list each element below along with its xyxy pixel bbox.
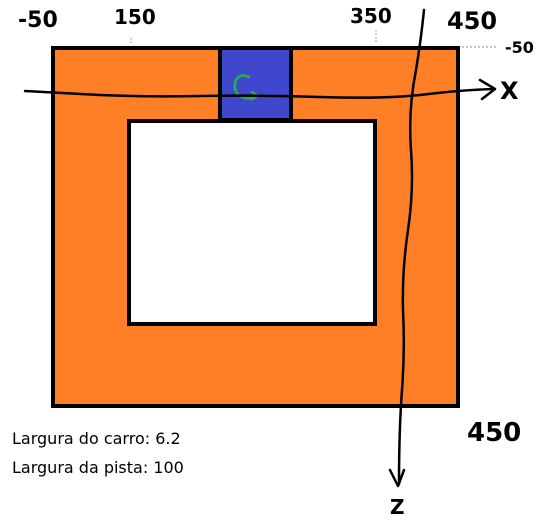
- start-block: [218, 46, 293, 122]
- car-width-note: Largura do carro: 6.2: [12, 429, 181, 448]
- tick-label-top: -50: [505, 38, 534, 57]
- track-width-note: Largura da pista: 100: [12, 458, 184, 477]
- x-axis-line: [23, 87, 496, 99]
- tick-label-bottom: 450: [467, 418, 521, 448]
- tick-label-start-left: 150: [114, 5, 156, 29]
- x-axis-label: X: [500, 77, 519, 105]
- z-axis-line: [397, 8, 426, 486]
- z-axis-label: Z: [390, 495, 405, 519]
- tick-label-left: -50: [18, 8, 58, 33]
- z-axis-arrowhead: [388, 468, 406, 488]
- x-axis-arrowhead: [478, 78, 497, 101]
- tick-label-right: 450: [447, 7, 497, 35]
- track-inner-square: [127, 119, 377, 326]
- tick-label-start-right: 350: [350, 4, 392, 28]
